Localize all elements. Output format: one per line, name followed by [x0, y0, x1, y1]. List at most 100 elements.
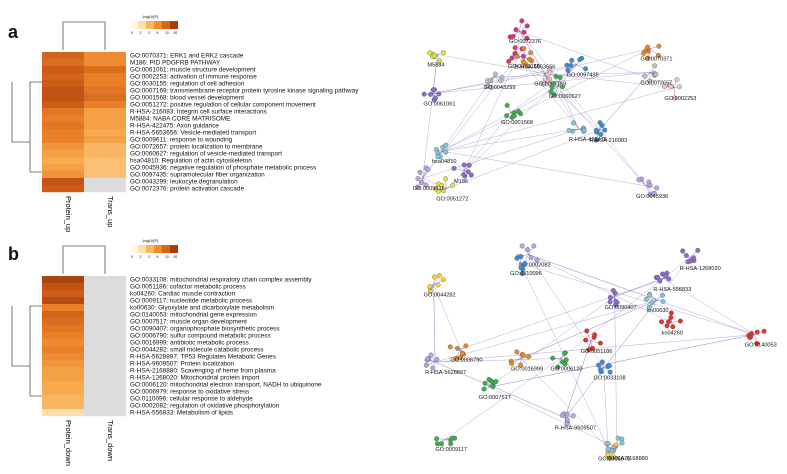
heatmap-cell — [42, 283, 84, 290]
legend-tick: 20 — [174, 255, 178, 259]
network-node — [515, 256, 520, 261]
network-node — [677, 84, 682, 89]
network-edge — [615, 297, 617, 448]
heatmap-cell — [84, 402, 126, 409]
term-label: ko00630: Glyoxylate and dicarboxylate me… — [130, 305, 274, 312]
network-node — [422, 92, 427, 97]
network-node — [428, 284, 433, 289]
node-label: GO:0090407 — [605, 305, 637, 311]
node-label: GO:0140053 — [745, 343, 777, 349]
network-node — [469, 173, 474, 178]
network-node — [675, 77, 680, 82]
heatmap-cell — [42, 395, 84, 402]
network-node — [418, 170, 423, 175]
network-node — [577, 57, 582, 62]
term-label: GO:0002082: regulation of oxidative phos… — [130, 403, 280, 410]
legend-tick: 10 — [165, 255, 169, 259]
network-node — [558, 75, 563, 80]
network-node — [598, 120, 603, 125]
column-label: Trans_down — [106, 420, 115, 461]
network-node — [611, 288, 616, 293]
heatmap-cell — [84, 73, 126, 80]
network-node — [669, 315, 674, 320]
network-node — [606, 447, 611, 452]
node-label: R-HSA-556833 — [653, 287, 691, 293]
legend-swatch — [162, 21, 170, 29]
panel-b-label: b — [8, 244, 19, 265]
heatmap-cell — [42, 297, 84, 304]
heatmap-cell — [84, 318, 126, 325]
node-label: R-HSA-1268020 — [680, 266, 721, 272]
heatmap-cell — [84, 157, 126, 164]
legend-swatch — [130, 21, 138, 29]
network-node — [583, 67, 588, 72]
network-node — [428, 92, 433, 97]
column-label: Protein_down — [64, 420, 73, 466]
term-label: M5884: NABA CORE MATRISOME — [130, 116, 230, 123]
node-label: R-HSA-422475 — [569, 137, 607, 143]
network-node — [550, 356, 555, 361]
heatmap-cell — [42, 339, 84, 346]
node-label: GO:0006120 — [550, 366, 582, 372]
term-label: GO:0033108: mitochondrial respiratory ch… — [130, 277, 312, 284]
network-node — [452, 166, 457, 171]
term-label: GO:0072376: protein activation cascade — [130, 186, 244, 193]
heatmap-cell — [84, 395, 126, 402]
heatmap-cell — [84, 94, 126, 101]
heatmap-cell — [42, 360, 84, 367]
legend-title: -log10(P) — [142, 14, 159, 19]
network-node — [443, 150, 448, 155]
network-node — [483, 381, 488, 386]
network-node — [665, 323, 670, 328]
network-node — [532, 244, 537, 249]
term-label: R-HSA-9609507: Protein localization — [130, 361, 235, 368]
heatmap-cell — [84, 101, 126, 108]
network-node — [652, 63, 657, 68]
column-dendrogram — [63, 22, 105, 50]
network-edge — [460, 279, 663, 350]
term-label: GO:0060627: regulation of vesicle-mediat… — [130, 151, 282, 158]
term-label: GO:0061061: muscle structure development — [130, 67, 256, 74]
network-node — [680, 249, 685, 254]
term-label: GO:0002253: activation of immune respons… — [130, 74, 257, 81]
node-label: GO:0044282 — [424, 293, 456, 299]
node-label: GO:0051186 — [581, 349, 613, 355]
term-label: GO:0009611: response to wounding — [130, 137, 233, 144]
term-label: GO:0006790: sulfur compound metabolic pr… — [130, 333, 271, 340]
term-label: GO:0045936: negative regulation of phosp… — [130, 165, 316, 172]
heatmap-cell — [84, 143, 126, 150]
heatmap-cell — [84, 339, 126, 346]
heatmap-cell — [84, 367, 126, 374]
network-node — [562, 351, 567, 356]
heatmap-cell — [42, 94, 84, 101]
network-node — [520, 244, 525, 249]
network-node — [487, 377, 492, 382]
node-label: GO:0051272 — [436, 197, 468, 203]
network-node — [645, 45, 650, 50]
heatmap-cell — [42, 276, 84, 283]
heatmap-cell — [84, 409, 126, 416]
network-node — [521, 353, 526, 358]
network-node — [462, 163, 467, 168]
heatmap-cell — [84, 66, 126, 73]
heatmap-cell — [84, 353, 126, 360]
network-node — [551, 82, 556, 87]
network-node — [424, 363, 429, 368]
heatmap-cell — [42, 318, 84, 325]
term-label: R-HSA-2168880: Scavenging of heme from p… — [130, 368, 276, 375]
network-node — [526, 354, 531, 359]
node-label: GO:0097435 — [567, 73, 599, 79]
network-node — [657, 44, 662, 49]
network-node — [416, 176, 421, 181]
network-node — [433, 96, 438, 101]
network-node — [620, 441, 625, 446]
network-node — [600, 360, 605, 365]
network-node — [425, 357, 430, 362]
legend-tick: 6 — [157, 31, 159, 35]
legend-tick: 10 — [165, 31, 169, 35]
heatmap-cell — [42, 108, 84, 115]
node-label: GO:0072657 — [640, 80, 672, 86]
heatmap-cell — [84, 346, 126, 353]
